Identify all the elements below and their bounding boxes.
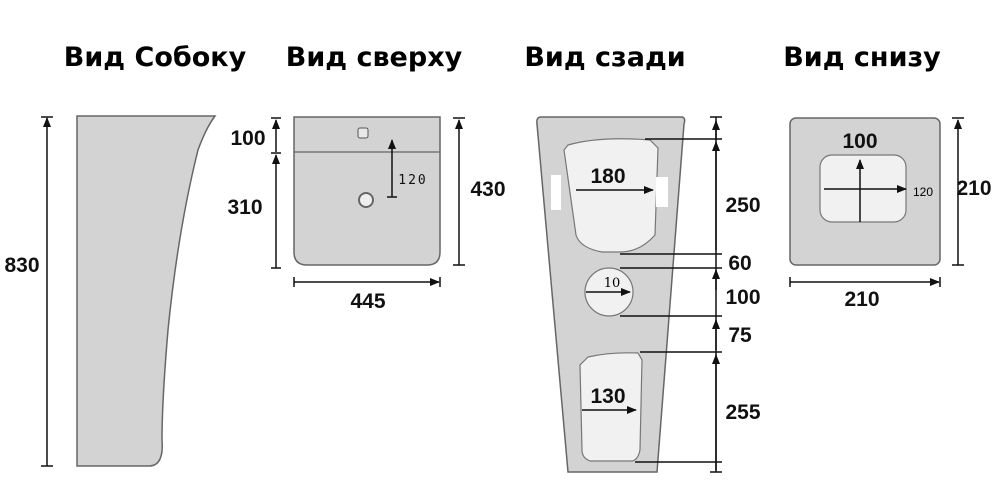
lower-opening [579, 352, 643, 462]
bottom-view: 100 120 210 210 [789, 117, 992, 311]
front-depth-label: 100 [230, 127, 265, 150]
top-view-title: Вид сверху [286, 42, 463, 73]
lower-width-label: 130 [590, 385, 625, 408]
bottom-width-label: 210 [844, 288, 879, 311]
rear-depth-label: 310 [227, 196, 262, 219]
bottom-view-title: Вид снизу [783, 42, 941, 73]
drain-offset-label: 120 [398, 173, 427, 188]
side-view-title: Вид Собоку [64, 42, 247, 73]
total-depth-label: 430 [470, 178, 505, 201]
pipe-height-label: 100 [725, 286, 760, 309]
side-height-label: 830 [4, 254, 39, 277]
upper-height-label: 250 [725, 194, 760, 217]
back-view-title: Вид сзади [524, 42, 685, 73]
side-view: 830 [4, 115, 217, 467]
upper-opening [563, 138, 659, 253]
side-profile [76, 115, 217, 467]
gap-upper-label: 60 [728, 252, 751, 275]
pipe-hole-label: 10 [604, 276, 621, 291]
top-width-label: 445 [350, 290, 385, 313]
bottom-opening-depth-label: 120 [913, 185, 933, 199]
top-outline [293, 116, 441, 266]
back-view: 180 10 130 250 60 100 75 255 [536, 116, 761, 473]
top-view: 120 100 310 430 445 [227, 116, 506, 313]
upper-width-label: 180 [590, 165, 625, 188]
bottom-opening-width-label: 100 [842, 130, 877, 153]
lower-height-label: 255 [725, 401, 760, 424]
gap-lower-label: 75 [728, 324, 752, 347]
bottom-depth-label: 210 [956, 177, 991, 200]
drain-icon [358, 192, 374, 208]
overflow-icon [357, 127, 369, 139]
